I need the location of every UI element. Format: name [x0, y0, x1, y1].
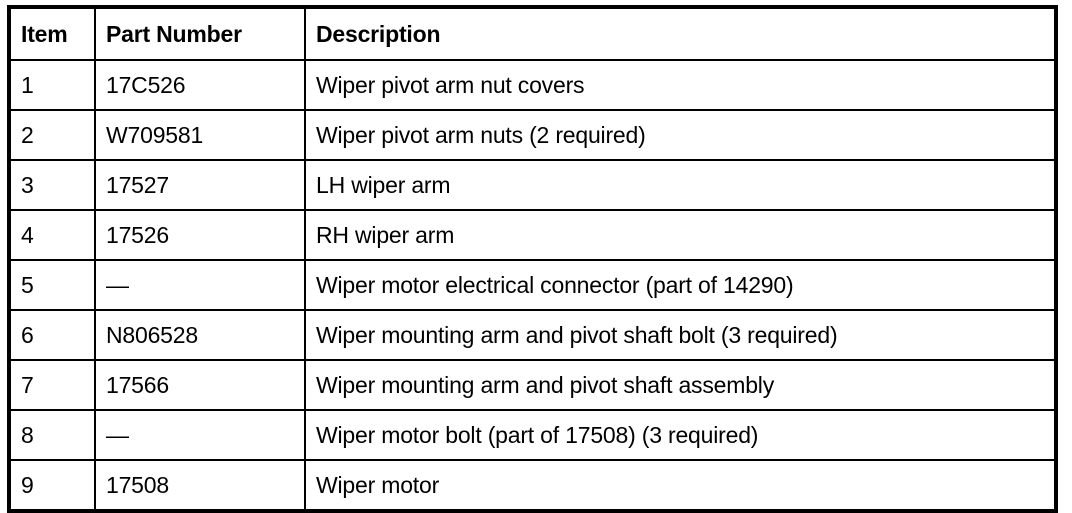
cell-item: 8 [8, 409, 96, 461]
cell-item: 7 [8, 359, 96, 411]
table-header-row: Item Part Number Description [8, 6, 1057, 61]
cell-item: 2 [8, 109, 96, 161]
cell-part-number: 17526 [94, 209, 306, 261]
cell-item: 5 [8, 259, 96, 311]
cell-description: LH wiper arm [304, 159, 1057, 211]
cell-part-number: 17566 [94, 359, 306, 411]
cell-part-number: — [94, 259, 306, 311]
cell-item: 4 [8, 209, 96, 261]
cell-item: 1 [8, 59, 96, 111]
cell-description: Wiper motor bolt (part of 17508) (3 requ… [304, 409, 1057, 461]
column-header-part-number: Part Number [94, 6, 306, 61]
cell-part-number: W709581 [94, 109, 306, 161]
table-row: 8—Wiper motor bolt (part of 17508) (3 re… [8, 409, 1057, 461]
cell-part-number: N806528 [94, 309, 306, 361]
cell-description: Wiper pivot arm nuts (2 required) [304, 109, 1057, 161]
cell-description: Wiper mounting arm and pivot shaft bolt … [304, 309, 1057, 361]
cell-part-number: — [94, 409, 306, 461]
cell-description: Wiper motor [304, 459, 1057, 512]
cell-item: 9 [8, 459, 96, 512]
cell-part-number: 17527 [94, 159, 306, 211]
table-row: 5—Wiper motor electrical connector (part… [8, 259, 1057, 311]
cell-part-number: 17C526 [94, 59, 306, 111]
cell-description: RH wiper arm [304, 209, 1057, 261]
column-header-description: Description [304, 6, 1057, 61]
cell-description: Wiper mounting arm and pivot shaft assem… [304, 359, 1057, 411]
cell-part-number: 17508 [94, 459, 306, 512]
cell-description: Wiper pivot arm nut covers [304, 59, 1057, 111]
table-header: Item Part Number Description [8, 6, 1057, 61]
cell-item: 3 [8, 159, 96, 211]
cell-item: 6 [8, 309, 96, 361]
cell-description: Wiper motor electrical connector (part o… [304, 259, 1057, 311]
column-header-item: Item [8, 6, 96, 61]
